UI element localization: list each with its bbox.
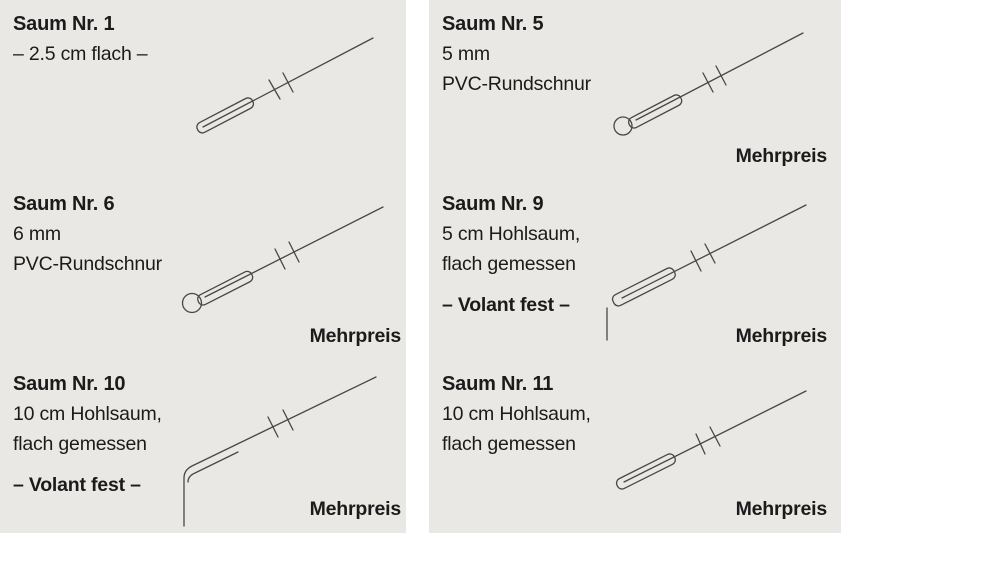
hem-outline xyxy=(197,270,254,306)
hem-option-spec: flach gemessen xyxy=(442,433,576,455)
hem-outline xyxy=(611,267,676,307)
seam-tick xyxy=(690,250,702,272)
seam-tick xyxy=(709,426,721,447)
hem-option-spec: 6 mm xyxy=(13,223,61,245)
hem-option-spec: 5 cm Hohlsaum, xyxy=(442,223,581,245)
hem-option-title: Saum Nr. 1 xyxy=(13,13,115,35)
seam-tick xyxy=(268,79,281,100)
seam-tick xyxy=(695,433,706,455)
hollow-hem-drawing xyxy=(606,204,807,341)
hem-option-spec: – 2.5 cm flach – xyxy=(13,43,148,65)
hem-option-title: Saum Nr. 6 xyxy=(13,193,115,215)
seam-tick xyxy=(267,416,279,438)
hem-option-saum-9: Saum Nr. 9 5 cm Hohlsaum, flach gemessen… xyxy=(429,180,841,360)
pvc-cord-hem-drawing xyxy=(613,32,804,136)
seam-tick xyxy=(274,248,286,270)
surcharge-label: Mehrpreis xyxy=(735,498,828,520)
surcharge-label: Mehrpreis xyxy=(735,325,828,347)
volant-note: – Volant fest – xyxy=(13,474,141,496)
hem-option-spec: PVC-Rundschnur xyxy=(13,253,162,275)
hem-option-saum-6: Saum Nr. 6 6 mm PVC-Rundschnur Mehrpreis xyxy=(0,180,406,360)
fabric-line xyxy=(621,204,807,299)
seam-tick xyxy=(715,65,727,86)
hem-option-text: Saum Nr. 5 5 mm PVC-Rundschnur xyxy=(442,9,591,99)
hem-option-title: Saum Nr. 9 xyxy=(442,193,544,215)
hem-option-spec: flach gemessen xyxy=(13,433,147,455)
hem-option-spec: flach gemessen xyxy=(442,253,576,275)
hem-option-title: Saum Nr. 5 xyxy=(442,13,544,35)
hem-option-saum-10: Saum Nr. 10 10 cm Hohlsaum, flach gemess… xyxy=(0,360,406,533)
surcharge-label: Mehrpreis xyxy=(309,498,402,520)
hem-option-text: Saum Nr. 11 10 cm Hohlsaum, flach gemess… xyxy=(442,369,591,459)
hem-option-spec: 5 mm xyxy=(442,43,490,65)
pvc-cord-circle xyxy=(613,116,633,136)
hem-option-spec: 10 cm Hohlsaum, xyxy=(13,403,162,425)
hem-option-text: Saum Nr. 6 6 mm PVC-Rundschnur xyxy=(13,189,162,279)
surcharge-label: Mehrpreis xyxy=(735,145,828,167)
hem-option-saum-1: Saum Nr. 1 – 2.5 cm flach – xyxy=(0,0,406,180)
pvc-cord-circle xyxy=(181,292,203,314)
hem-outline xyxy=(196,97,255,134)
hollow-hem-corner-drawing xyxy=(183,376,377,527)
seam-tick xyxy=(704,243,716,264)
right-column-panel xyxy=(429,0,841,533)
seam-tick xyxy=(282,409,294,431)
hem-option-spec: PVC-Rundschnur xyxy=(442,73,591,95)
hem-outline xyxy=(615,453,676,490)
surcharge-label: Mehrpreis xyxy=(309,325,402,347)
hem-option-text: Saum Nr. 9 5 cm Hohlsaum, flach gemessen… xyxy=(442,189,580,320)
hem-option-text: Saum Nr. 1 – 2.5 cm flach – xyxy=(13,9,148,69)
pvc-cord-hem-drawing xyxy=(181,206,384,314)
volant-note: – Volant fest – xyxy=(442,294,570,316)
hem-option-saum-11: Saum Nr. 11 10 cm Hohlsaum, flach gemess… xyxy=(429,360,841,533)
seam-tick xyxy=(282,72,294,93)
hem-fold-line xyxy=(187,451,239,483)
seam-tick xyxy=(288,241,300,263)
hem-option-saum-5: Saum Nr. 5 5 mm PVC-Rundschnur Mehrpreis xyxy=(429,0,841,180)
hem-option-title: Saum Nr. 11 xyxy=(442,373,554,395)
flat-hem-drawing xyxy=(615,390,807,490)
fabric-line xyxy=(183,376,377,527)
seam-tick xyxy=(702,72,714,93)
hem-option-title: Saum Nr. 10 xyxy=(13,373,126,395)
hem-outline xyxy=(628,94,683,129)
hem-option-spec: 10 cm Hohlsaum, xyxy=(442,403,591,425)
left-column-panel xyxy=(0,0,406,533)
fabric-line xyxy=(635,32,804,121)
hem-option-text: Saum Nr. 10 10 cm Hohlsaum, flach gemess… xyxy=(13,369,162,500)
flat-hem-drawing xyxy=(196,37,374,134)
